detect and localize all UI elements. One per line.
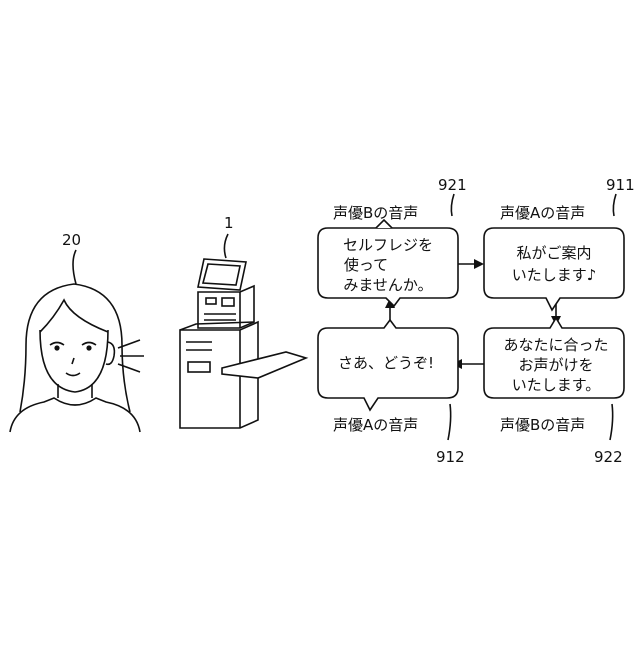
person-ref-number: 20 bbox=[62, 231, 81, 249]
bubble-911-line-2: いたします♪ bbox=[512, 266, 597, 284]
bubble-921-line-1: セルフレジを bbox=[343, 236, 433, 254]
bubble-912-line-1: さあ、どうぞ! bbox=[338, 354, 434, 372]
bubble-912-voice-label: 声優Aの音声 bbox=[333, 416, 418, 434]
bubble-921-line-2: 使って bbox=[344, 256, 388, 274]
bubble-911-voice-label: 声優Aの音声 bbox=[500, 204, 585, 222]
bubble-912-ref: 912 bbox=[436, 448, 465, 466]
person-right-eye bbox=[86, 345, 91, 350]
bubble-921-leader bbox=[451, 194, 454, 216]
bubble-921-ref: 921 bbox=[438, 176, 467, 194]
self-checkout-kiosk: 1 bbox=[180, 214, 306, 428]
bubble-912-leader bbox=[448, 404, 451, 440]
speech-bubble-922: あなたに合った お声がけを いたします。 声優Bの音声 922 bbox=[484, 318, 624, 466]
bubble-911-ref: 911 bbox=[606, 176, 635, 194]
bubble-921-voice-label: 声優Bの音声 bbox=[333, 204, 418, 222]
person-left-eye-lid bbox=[50, 343, 64, 346]
bubble-911-line-1: 私がご案内 bbox=[516, 244, 591, 262]
bubble-921-line-3: みませんか。 bbox=[343, 276, 432, 294]
person-mouth bbox=[66, 373, 80, 376]
kiosk-leader-line bbox=[224, 234, 228, 258]
bubble-922-leader bbox=[610, 404, 613, 440]
bubble-922-ref: 922 bbox=[594, 448, 623, 466]
person-bangs bbox=[40, 300, 108, 332]
person-right-eye-lid bbox=[82, 343, 96, 346]
bubble-911-leader bbox=[613, 194, 616, 216]
person-figure: 20 bbox=[10, 231, 144, 432]
person-face bbox=[40, 330, 108, 392]
person-neck bbox=[58, 384, 92, 398]
bubble-922-line-1: あなたに合った bbox=[503, 336, 608, 354]
bubble-922-line-2: お声がけを bbox=[518, 356, 593, 374]
speech-bubble-912: さあ、どうぞ! 声優Aの音声 912 bbox=[318, 320, 465, 466]
arrow-head-921-911 bbox=[474, 259, 484, 269]
bubble-922-line-3: いたします。 bbox=[512, 376, 601, 394]
kiosk-ref-number: 1 bbox=[224, 214, 234, 232]
person-shoulders bbox=[10, 398, 140, 432]
person-nose bbox=[72, 358, 74, 364]
bubble-922-voice-label: 声優Bの音声 bbox=[500, 416, 585, 434]
speech-bubble-911: 911 声優Aの音声 私がご案内 いたします♪ bbox=[484, 176, 635, 310]
person-left-eye bbox=[54, 345, 59, 350]
speech-bubble-921: 921 声優Bの音声 セルフレジを 使って みませんか。 bbox=[318, 176, 467, 306]
person-leader-line bbox=[73, 250, 76, 284]
